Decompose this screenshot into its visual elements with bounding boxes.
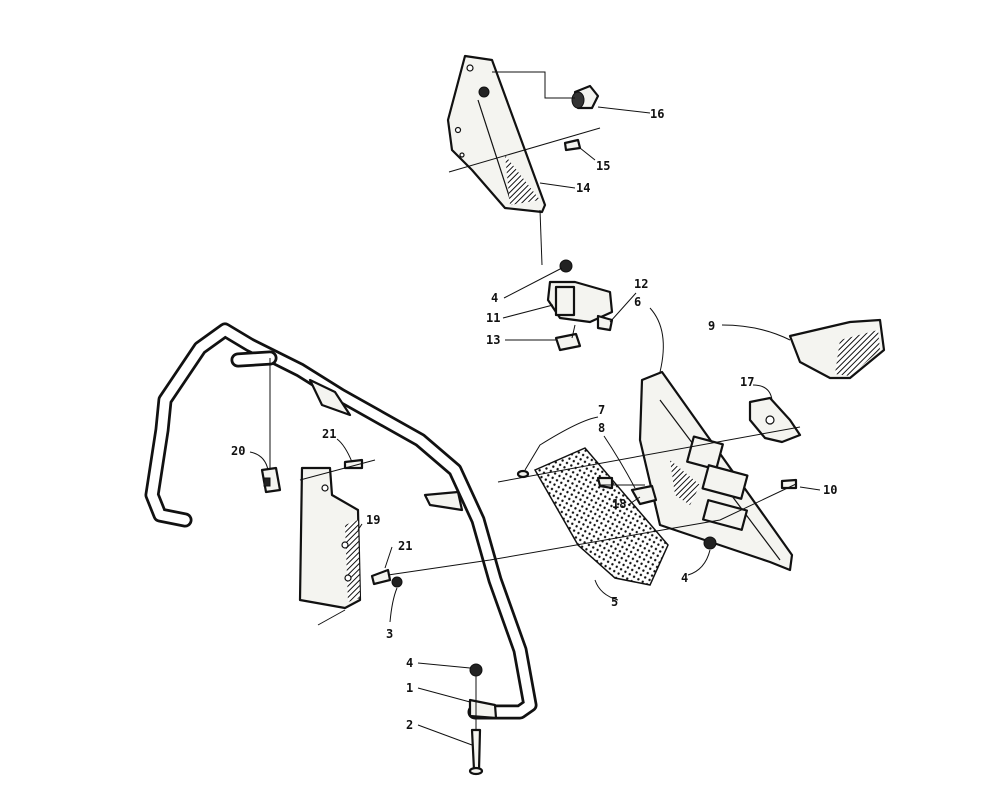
callout-19: 19 [366,513,380,527]
callout-18: 18 [612,497,626,511]
callout-12: 12 [634,277,648,291]
callout-13: 13 [486,333,500,347]
callout-17: 17 [740,375,754,389]
callout-labels: 16 15 14 4 11 13 12 6 9 17 7 8 10 18 19 … [231,107,837,732]
pin [516,469,530,479]
callout-9: 9 [708,319,715,333]
callout-10: 10 [823,483,837,497]
callout-3: 3 [386,627,393,641]
assembly-lines [269,71,801,730]
bolt-head [468,766,484,776]
callout-7: 7 [598,403,605,417]
callout-4-lower: 4 [406,656,413,670]
callout-4-right: 4 [681,571,688,585]
bumper-tube [144,322,538,720]
callout-5: 5 [611,595,618,609]
latch-bracket [748,396,802,444]
callout-2: 2 [406,718,413,732]
callout-8: 8 [598,421,605,435]
screw-upper [343,458,364,470]
upper-bracket [446,54,547,214]
mount-bracket [546,259,614,352]
callout-6: 6 [634,295,641,309]
callout-16: 16 [650,107,664,121]
callout-14: 14 [576,181,590,195]
screw-lower [370,568,392,586]
bolt [470,728,482,772]
mount-block [260,466,282,494]
callout-1: 1 [406,681,413,695]
bushing [571,84,600,110]
callout-21-upper: 21 [322,427,336,441]
callout-21-lower: 21 [398,539,412,553]
screw [563,138,582,152]
callout-20: 20 [231,444,245,458]
washer [391,576,403,588]
side-plate [788,318,886,380]
nut [469,663,483,677]
callout-4-upper: 4 [491,291,498,305]
callout-15: 15 [596,159,610,173]
callout-11: 11 [486,311,500,325]
front-panel [638,370,794,572]
callout-leaders [249,106,821,746]
mounting-plate [298,466,362,610]
